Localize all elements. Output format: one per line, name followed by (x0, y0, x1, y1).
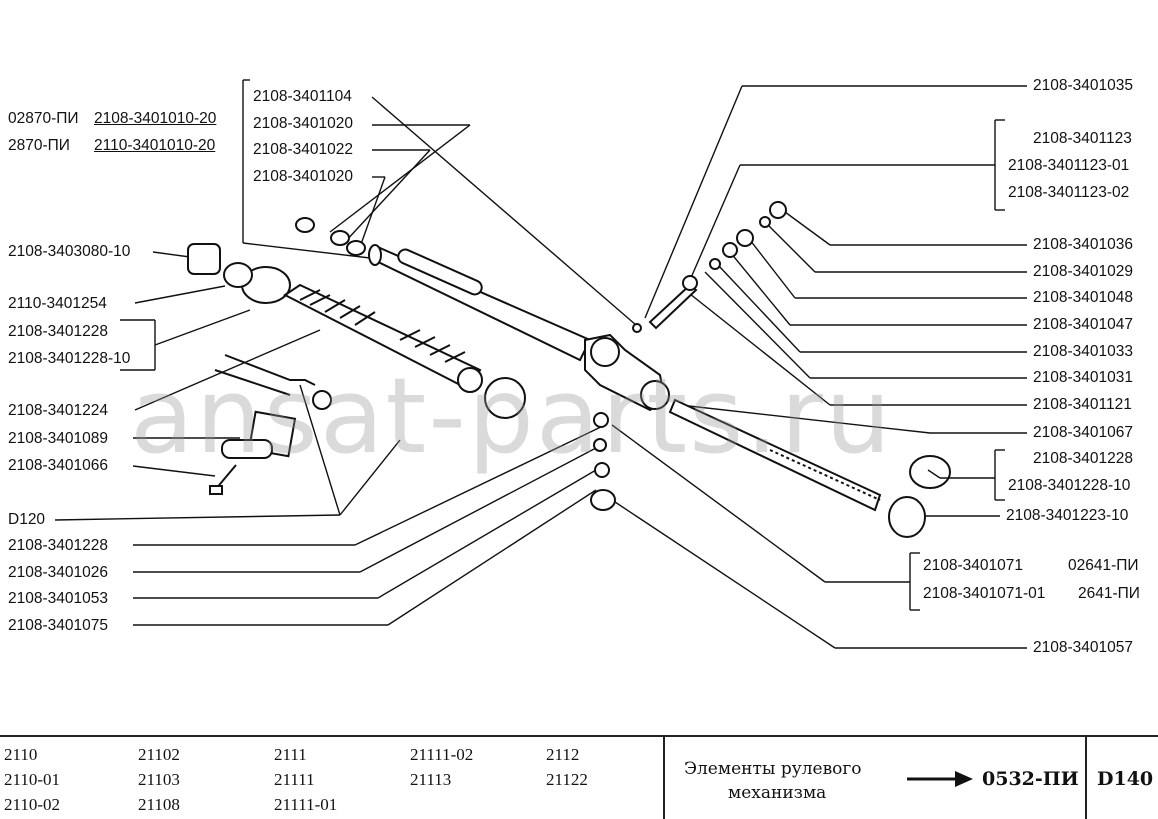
model-code: 21122 (546, 770, 588, 789)
label-2108-3401075: 2108-3401075 (8, 617, 108, 634)
model-code: 2110 (4, 745, 38, 764)
page-code: D140 (1097, 768, 1154, 790)
label-2108-3401026: 2108-3401026 (8, 564, 108, 581)
watermark-text: ansat-parts.ru (130, 355, 894, 477)
label-2108-3401228-right: 2108-3401228 (1033, 450, 1133, 467)
label-2108-3401121: 2108-3401121 (1033, 396, 1132, 413)
label-2641-pi: 2641-ПИ (1078, 585, 1140, 602)
model-code: 2110-01 (4, 770, 61, 789)
label-2108-3401123: 2108-3401123 (1033, 130, 1132, 147)
steering-mechanism-drawing (54, 79, 1027, 649)
label-2108-3401020-b: 2108-3401020 (253, 168, 353, 185)
label-2108-3401048: 2108-3401048 (1033, 289, 1133, 306)
model-code: 2112 (546, 745, 580, 764)
model-code: 21111 (274, 770, 315, 789)
model-code: 21102 (138, 745, 180, 764)
label-2108-3401223-10: 2108-3401223-10 (1006, 507, 1129, 524)
separator (1085, 737, 1087, 819)
label-2108-3401057: 2108-3401057 (1033, 639, 1133, 656)
label-2870-pi: 2870-ПИ (8, 137, 70, 154)
label-2108-3401066: 2108-3401066 (8, 457, 108, 474)
label-2108-3401228-10-left: 2108-3401228-10 (8, 350, 131, 367)
separator (663, 737, 665, 819)
model-code: 21111-01 (274, 795, 338, 814)
label-2108-3401071-01: 2108-3401071-01 (923, 585, 1046, 602)
label-2108-3401036: 2108-3401036 (1033, 236, 1133, 253)
label-2108-3401089: 2108-3401089 (8, 430, 108, 447)
label-2108-3401047: 2108-3401047 (1033, 316, 1133, 333)
label-2108-3401228-left: 2108-3401228 (8, 323, 108, 340)
label-2108-3401067: 2108-3401067 (1033, 424, 1133, 441)
title-line-1: Элементы рулевого (684, 759, 862, 779)
label-2108-3401228-lower: 2108-3401228 (8, 537, 108, 554)
title-block: 2110 21102 2111 21111-02 2112 2110-01 21… (0, 735, 1158, 819)
label-2108-3401224: 2108-3401224 (8, 402, 108, 419)
label-2110-3401010-20: 2110-3401010-20 (94, 137, 216, 154)
label-2108-3401228-10-right: 2108-3401228-10 (1008, 477, 1131, 494)
label-2108-3403080-10: 2108-3403080-10 (8, 243, 131, 260)
model-code: 21103 (138, 770, 180, 789)
reference-code: 0532-ПИ (982, 768, 1079, 790)
label-2108-3401031: 2108-3401031 (1033, 369, 1133, 386)
label-2108-3401053: 2108-3401053 (8, 590, 108, 607)
model-code: 21111-02 (410, 745, 474, 764)
title-line-2: механизма (728, 783, 827, 803)
model-code: 2111 (274, 745, 307, 764)
label-2108-3401033: 2108-3401033 (1033, 343, 1133, 360)
label-2108-3401123-02: 2108-3401123-02 (1008, 184, 1130, 201)
label-02641-pi: 02641-ПИ (1068, 557, 1139, 574)
label-2108-3401022: 2108-3401022 (253, 141, 353, 158)
model-code: 21113 (410, 770, 452, 789)
model-code: 2110-02 (4, 795, 61, 814)
label-2108-3401029: 2108-3401029 (1033, 263, 1133, 280)
label-2108-3401123-01: 2108-3401123-01 (1008, 157, 1130, 174)
label-2108-3401020-a: 2108-3401020 (253, 115, 353, 132)
model-code: 21108 (138, 795, 180, 814)
label-02870-pi: 02870-ПИ (8, 110, 79, 127)
label-d120: D120 (8, 511, 46, 528)
arrow-right-icon (907, 771, 973, 787)
label-2108-3401035: 2108-3401035 (1033, 77, 1133, 94)
label-2108-3401010-20: 2108-3401010-20 (94, 110, 217, 127)
label-2108-3401071: 2108-3401071 (923, 557, 1023, 574)
diagram-canvas: ansat-parts.ru 02870-ПИ 2108-3401010-20 … (8, 77, 1140, 656)
label-2110-3401254: 2110-3401254 (8, 295, 107, 312)
label-2108-3401104: 2108-3401104 (253, 88, 352, 105)
